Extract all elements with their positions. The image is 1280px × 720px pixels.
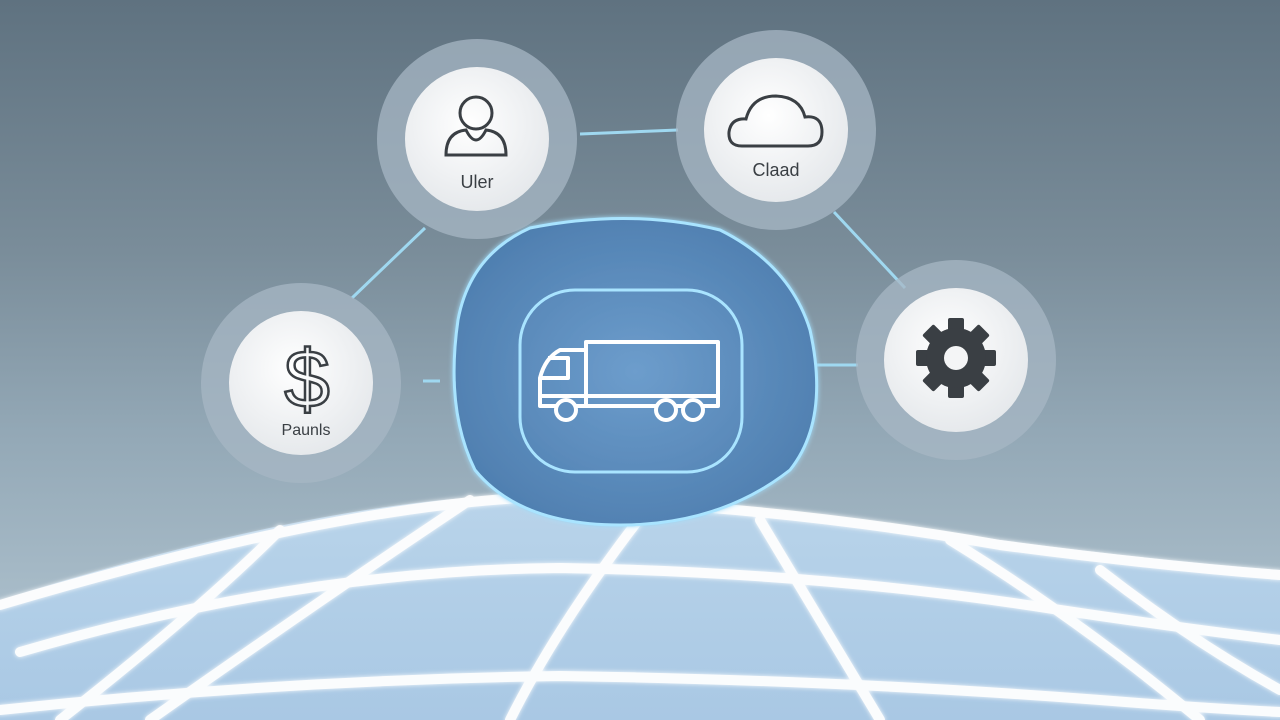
user-icon xyxy=(444,95,508,157)
dollar-sign-icon: $ xyxy=(284,334,330,425)
user-node[interactable] xyxy=(377,39,577,239)
gear-icon xyxy=(916,318,996,398)
hub-inner-frame xyxy=(518,288,744,474)
hub-outer-shape xyxy=(452,217,819,527)
connector-user-cloud xyxy=(579,128,679,136)
cloud-icon xyxy=(727,94,824,148)
settings-node[interactable] xyxy=(856,260,1056,460)
map-grid-floor xyxy=(0,492,1280,720)
cloud-node[interactable] xyxy=(676,30,876,230)
truck-icon xyxy=(538,340,720,422)
payments-node[interactable]: $ xyxy=(201,283,401,483)
hub-node[interactable] xyxy=(452,217,819,527)
payments-label: Paunls xyxy=(281,422,331,439)
cloud-label: Claad xyxy=(752,160,800,180)
connector-cloud-settings xyxy=(832,210,907,290)
connector-user-payments xyxy=(350,226,427,300)
user-label: Uler xyxy=(460,172,494,192)
